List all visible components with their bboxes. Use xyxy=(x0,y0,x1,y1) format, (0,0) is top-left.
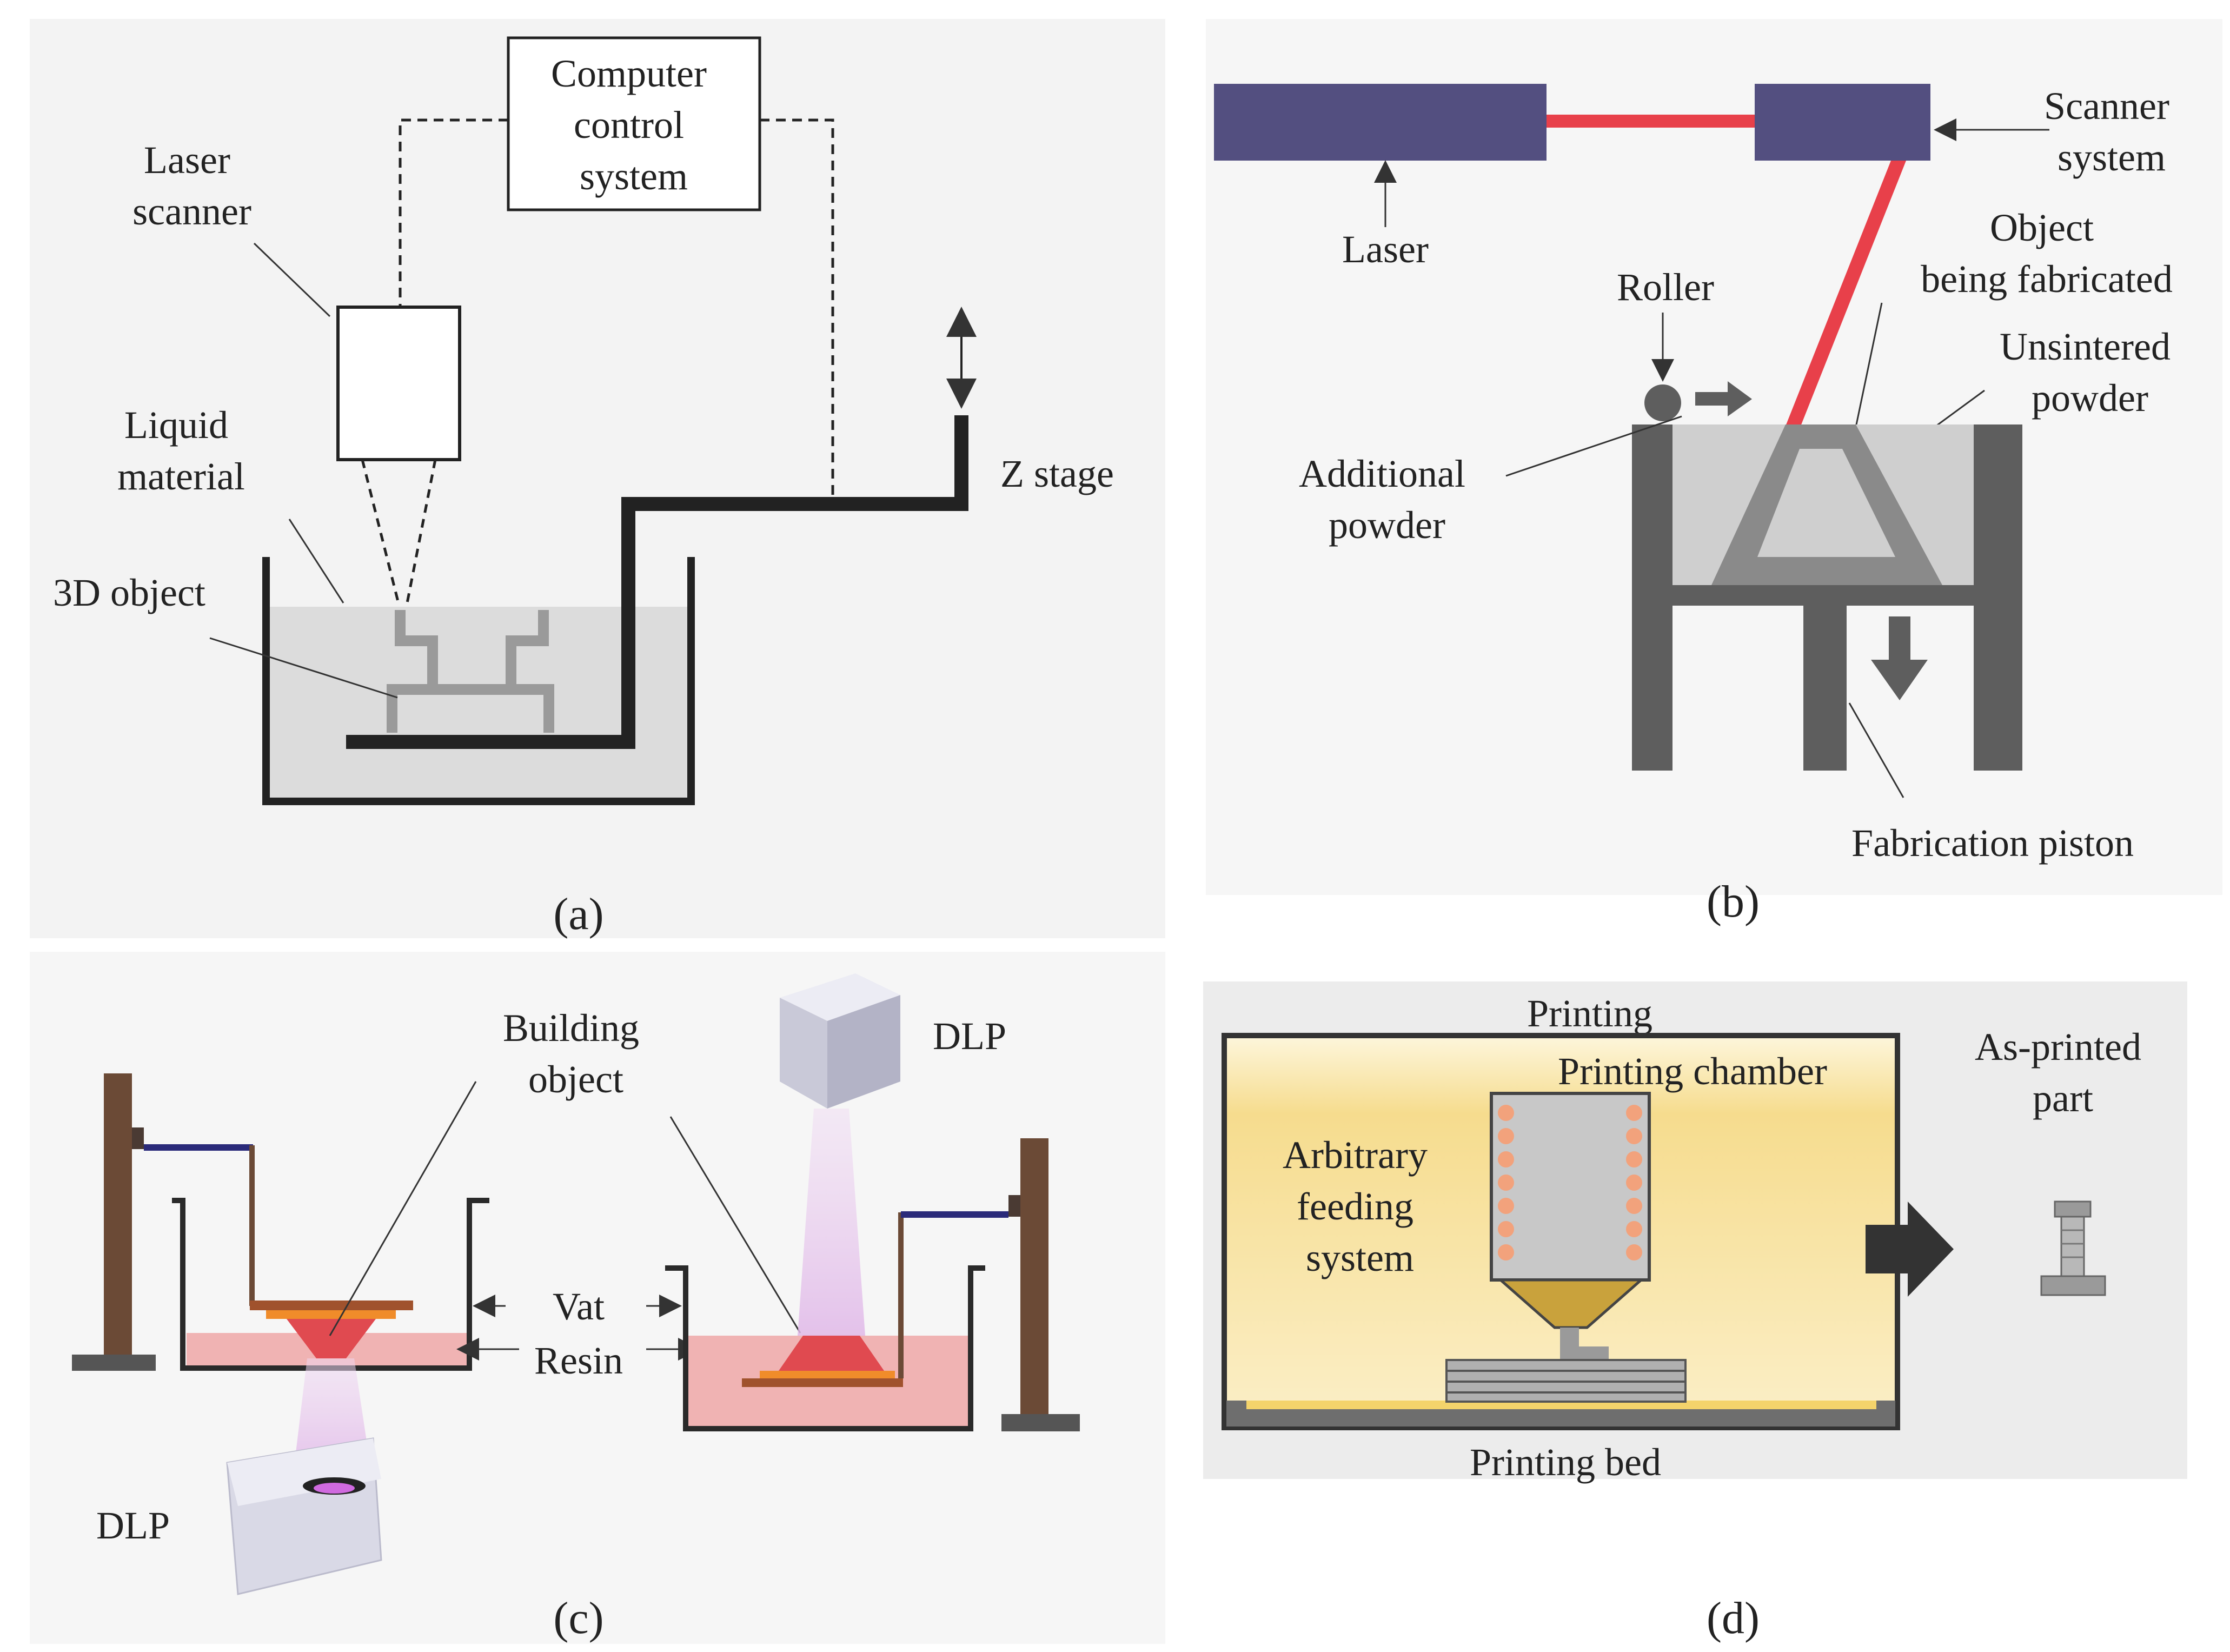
laser-block xyxy=(1214,84,1547,161)
nozzle-cone xyxy=(1497,1278,1645,1329)
control-line-right xyxy=(760,118,834,500)
left-build-layer xyxy=(266,1310,396,1319)
panel-d: Printing Printing chamber Arbitrary feed… xyxy=(1222,992,2151,1643)
dlp-top-label: DLP xyxy=(933,1014,1006,1058)
piston-plate xyxy=(1673,585,1974,606)
right-building-object xyxy=(779,1336,884,1371)
panel-a: Computer control system Laser scanner Z … xyxy=(53,36,1114,939)
right-stand-pole xyxy=(1020,1138,1048,1425)
roller-direction-arrow xyxy=(1695,381,1752,416)
right-stand-clamp xyxy=(1008,1195,1020,1217)
chamber-wall-left xyxy=(1632,424,1673,771)
left-building-object xyxy=(287,1319,376,1358)
vat-label: Vat xyxy=(553,1285,605,1328)
heater-elements xyxy=(1498,1105,1642,1260)
nozzle-tip xyxy=(1560,1328,1579,1360)
panel-c-background xyxy=(30,952,1165,1644)
fabricated-object-cavity xyxy=(1757,449,1895,557)
right-build-layer xyxy=(760,1371,895,1378)
roller xyxy=(1644,384,1681,421)
top-dlp-top xyxy=(780,973,900,1021)
right-vat xyxy=(665,1265,985,1431)
dlp-bottom-label: DLP xyxy=(96,1504,170,1547)
as-printed-part xyxy=(2040,1200,2106,1296)
top-light-beam xyxy=(798,1109,865,1336)
laser-scanner-box xyxy=(336,306,461,461)
z-stage-platform xyxy=(346,415,968,749)
caption-b: (b) xyxy=(1707,877,1760,927)
fabrication-piston-leader xyxy=(1848,702,1904,798)
building-object-leader-right xyxy=(669,1116,801,1333)
output-arrow xyxy=(1866,1202,1954,1297)
fabrication-piston-label: Fabrication piston xyxy=(1851,821,2134,865)
right-build-plate xyxy=(742,1378,903,1387)
left-stand-base xyxy=(72,1355,156,1371)
top-dlp-side xyxy=(827,995,900,1109)
laser-beam-diagonal xyxy=(1786,161,1906,426)
caption-c: (c) xyxy=(553,1593,603,1643)
z-stage-label: Z stage xyxy=(1000,452,1114,495)
panel-b: Scanner system Laser Roller Object being… xyxy=(1214,84,2180,927)
left-stand-pole xyxy=(104,1073,132,1368)
printing-chamber-label: Printing chamber xyxy=(1558,1050,1827,1093)
piston-rod xyxy=(1803,606,1847,771)
caption-d: (d) xyxy=(1707,1593,1760,1643)
laser-beam-left xyxy=(361,459,401,606)
resin-label: Resin xyxy=(534,1339,623,1382)
laser-beam-horizontal xyxy=(1547,115,1755,128)
printing-bed-surface xyxy=(1246,1401,1876,1409)
3d-object-leader xyxy=(209,637,398,699)
scanner-system-label: Scanner system xyxy=(2044,84,2179,179)
control-line-left xyxy=(399,118,508,307)
liquid-material xyxy=(266,607,688,800)
scanner-block xyxy=(1755,84,1930,161)
panel-c: DLP Building object Vat Resin DLP (c) xyxy=(72,973,1080,1643)
building-object-leader-left xyxy=(329,1081,477,1336)
unsintered-powder-label: Unsintered powder xyxy=(2000,325,2180,420)
liquid-material-leader xyxy=(288,519,344,603)
print-head xyxy=(1490,1092,1651,1282)
feeding-system-label: Arbitrary feeding system xyxy=(1283,1133,1437,1279)
3d-object-label: 3D object xyxy=(53,571,205,614)
printed-layers xyxy=(1445,1359,1687,1403)
laser-scanner-leader xyxy=(253,242,331,317)
3d-object-right xyxy=(506,610,554,733)
bottom-dlp-top xyxy=(227,1438,381,1506)
printing-bed-label: Printing bed xyxy=(1470,1441,1661,1484)
laser-scanner-label: Laser scanner xyxy=(132,138,251,233)
printing-label: Printing xyxy=(1527,992,1652,1035)
chamber-wall-right xyxy=(1974,424,2022,771)
additional-powder-leader xyxy=(1505,415,1682,477)
computer-control-box xyxy=(507,36,761,211)
as-printed-label: As-printed part xyxy=(1975,1025,2151,1120)
vat-a xyxy=(262,557,695,805)
left-stand-clamp xyxy=(132,1127,144,1149)
bottom-dlp-lens-glow xyxy=(314,1483,355,1494)
top-dlp-front xyxy=(780,998,827,1109)
nozzle-outlet xyxy=(1579,1346,1609,1360)
object-fabricated-leader xyxy=(1855,302,1883,428)
additional-powder-label: Additional powder xyxy=(1299,452,1475,547)
object-fabricated-label: Object being fabricated xyxy=(1921,206,2173,301)
caption-a: (a) xyxy=(553,889,603,939)
laser-beam-right xyxy=(405,459,437,606)
building-object-label: Building object xyxy=(503,1006,649,1101)
left-build-plate xyxy=(250,1301,413,1310)
piston-down-arrow xyxy=(1871,616,1928,700)
liquid-material-label: Liquid material xyxy=(117,403,245,498)
computer-control-label: Computer control system xyxy=(551,52,716,198)
right-stand-base xyxy=(1001,1414,1080,1431)
laser-label: Laser xyxy=(1342,228,1429,271)
roller-label: Roller xyxy=(1617,266,1714,309)
